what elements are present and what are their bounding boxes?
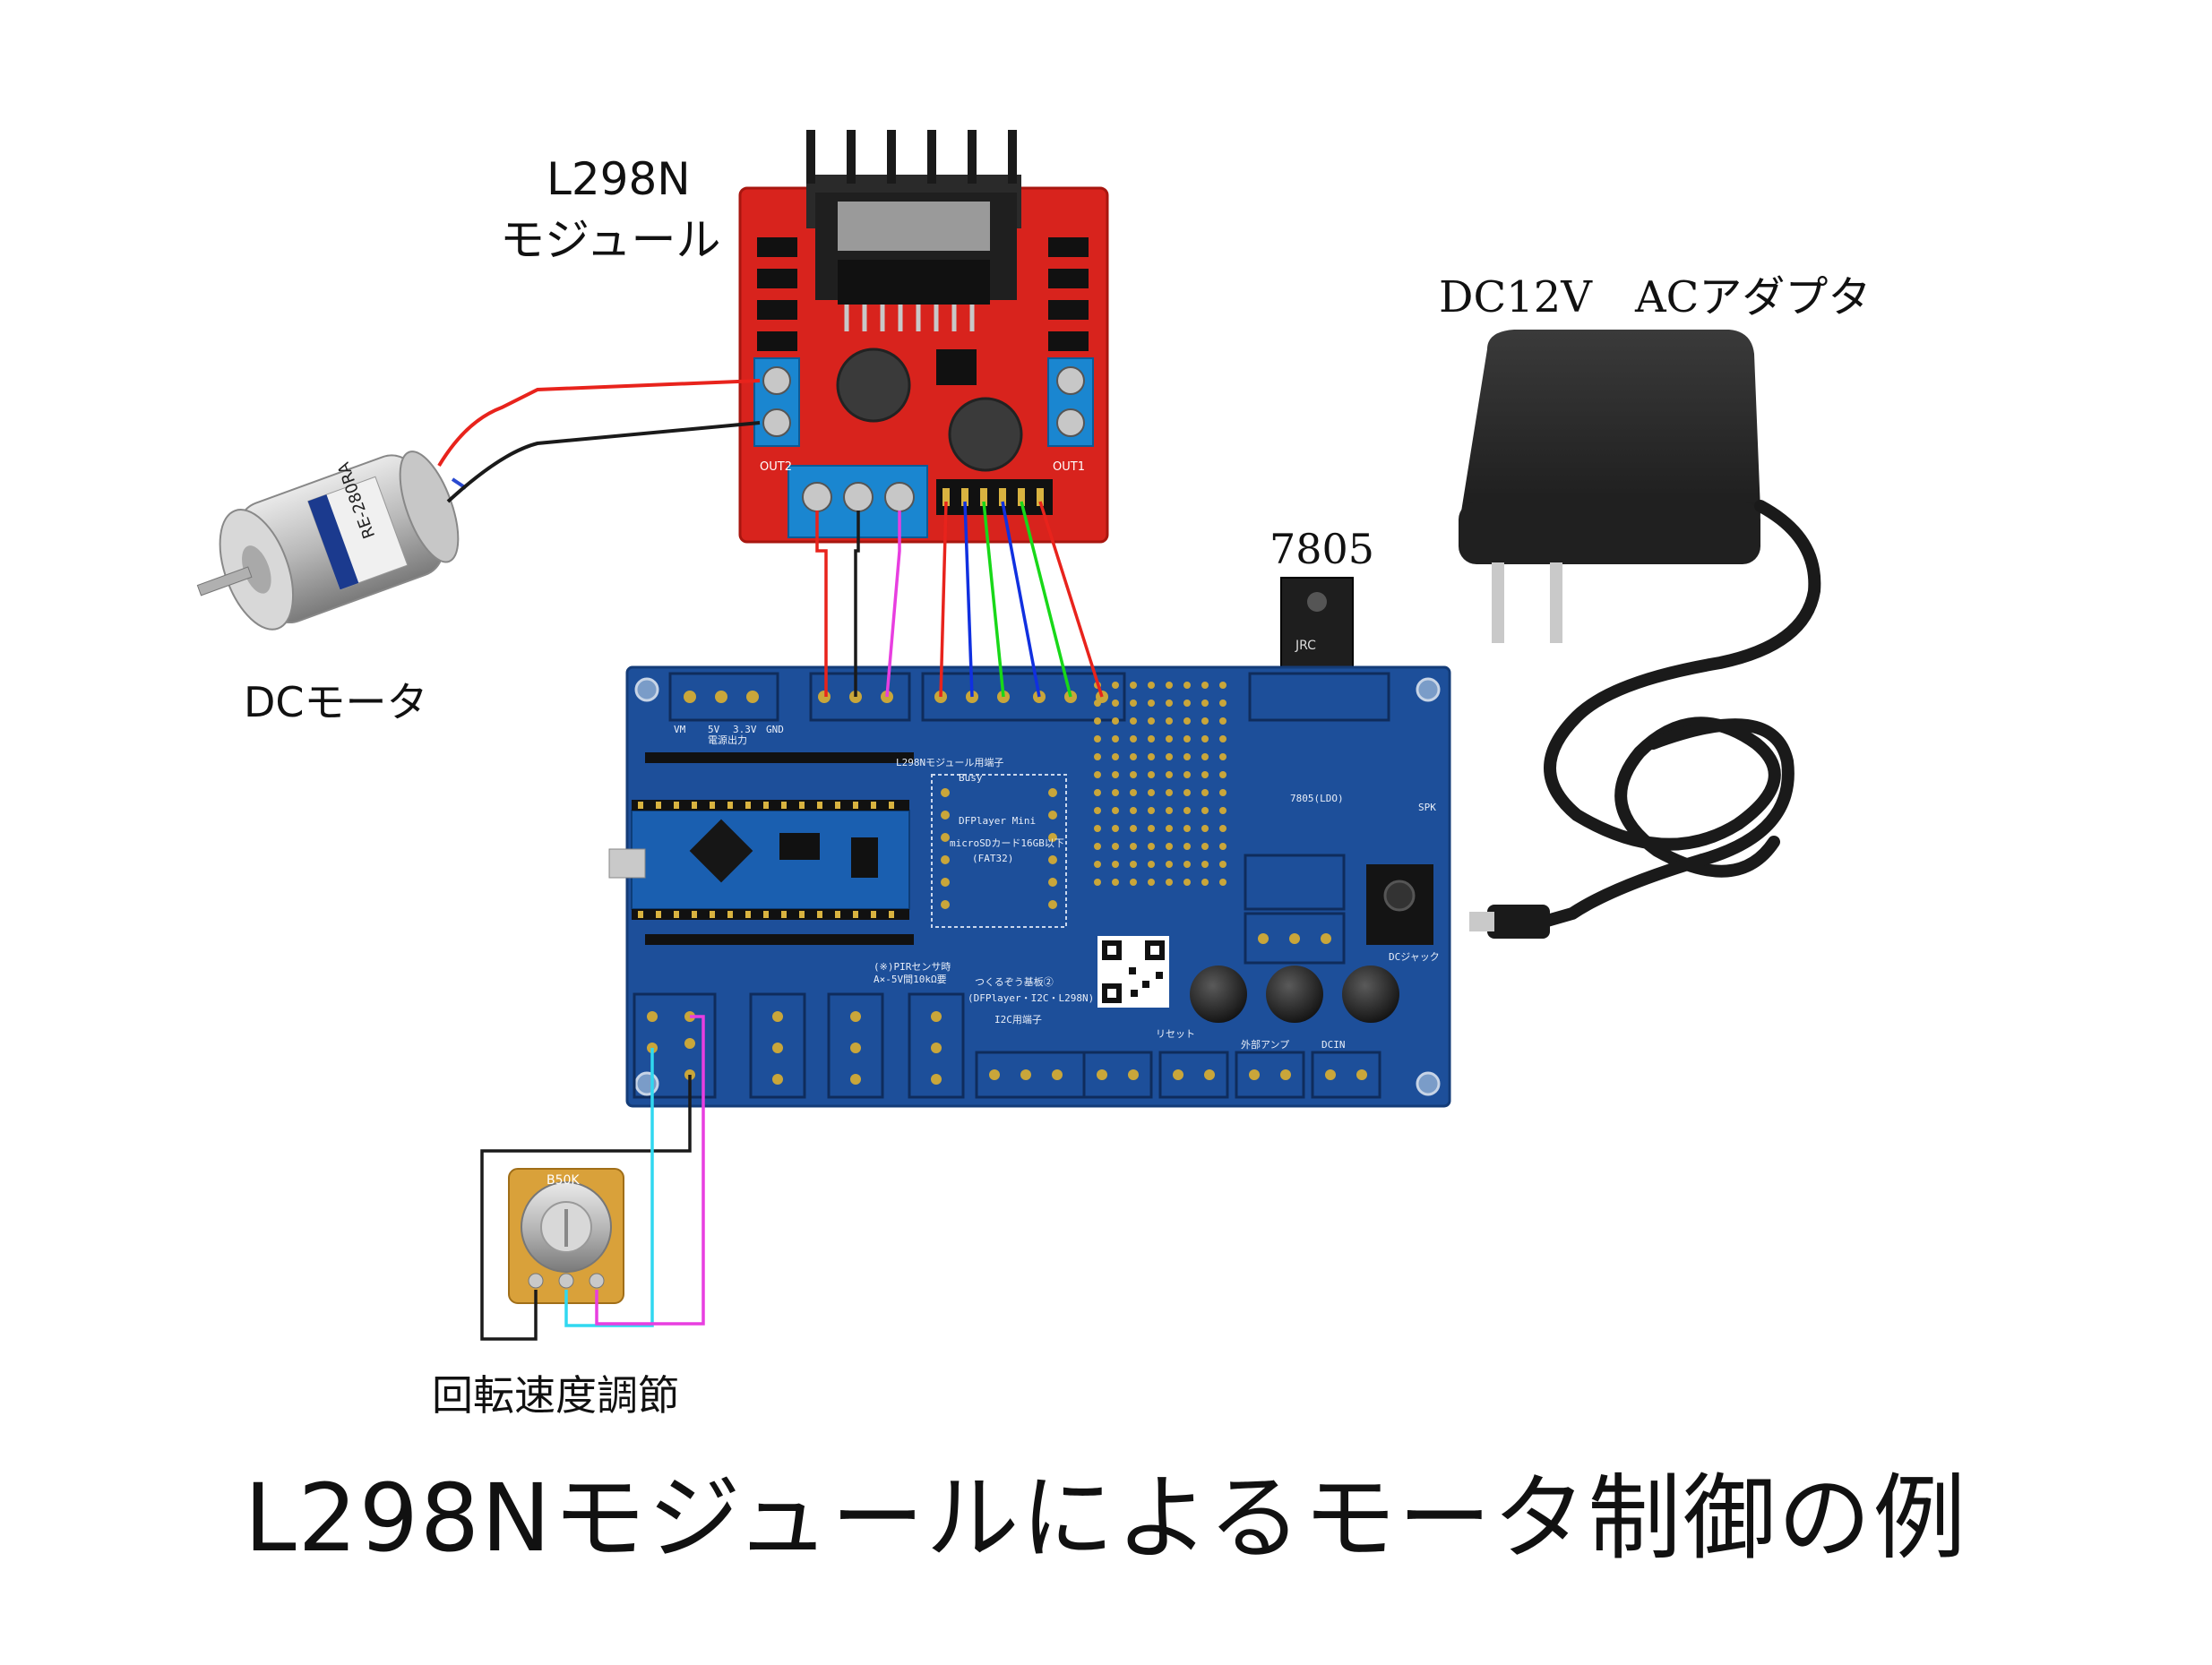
pcb-dcin-label: DCIN: [1321, 1039, 1346, 1051]
arduino-nano: [608, 800, 910, 920]
pcb-dfplayer-label: DFPlayer Mini: [959, 815, 1036, 827]
svg-text:OUT2: OUT2: [760, 460, 792, 474]
pcb-header-label: L298Nモジュール用端子: [896, 757, 1003, 768]
pcb-board-name: つくるぞう基板②: [975, 975, 1054, 988]
pcb-power-out-label: 電源出力: [708, 734, 747, 746]
main-pcb: L298Nモジュール用端子 電源出力 VM 5V 3.3V GND 7805(L…: [608, 665, 1451, 1108]
pcb-board-sub: (DFPlayer・I2C・L298N): [968, 992, 1094, 1004]
pcb-reset-label: リセット: [1156, 1028, 1195, 1040]
pcb-spk-label: SPK: [1418, 802, 1436, 813]
regulator-label: 7805: [1270, 525, 1375, 573]
pcb-pir-label: (※)PIRセンサ時: [874, 961, 951, 973]
pcb-5v-label: 5V: [708, 724, 720, 735]
dfplayer-area: [931, 774, 1067, 928]
ac-adapter: [1459, 330, 1821, 939]
reg-brand-text: JRC: [1295, 639, 1316, 653]
qr-code: [1097, 936, 1169, 1008]
pcb-ldo-label: 7805(LDO): [1290, 793, 1344, 804]
motor-wires: [437, 379, 761, 503]
l298n-header-pins: [936, 479, 1053, 515]
potentiometer-label: 回転速度調節: [432, 1371, 679, 1420]
heatsink: [806, 130, 1021, 331]
pot-wires: [480, 1015, 705, 1341]
pcb-gnd-label: GND: [766, 724, 784, 735]
svg-text:OUT1: OUT1: [1053, 460, 1085, 474]
dc-jack: [1366, 864, 1433, 945]
pcb-33v-label: 3.3V: [733, 724, 757, 735]
out-terminal-right: [1047, 357, 1094, 447]
control-wires: [815, 501, 1104, 698]
adapter-label: DC12V ACアダプタ: [1439, 272, 1872, 322]
pcb-busy-label: Busy: [959, 772, 983, 784]
dc-motor: RE-280RA: [196, 451, 460, 631]
l298n-title-label: L298N: [547, 153, 691, 205]
l298n-subtitle-label: モジュール: [500, 214, 721, 266]
pcb-dcjack-label: DCジャック: [1389, 951, 1440, 963]
pcb-pir2-label: A×-5V間10kΩ要: [874, 974, 947, 985]
pcb-fat32-label: (FAT32): [972, 853, 1013, 864]
pcb-capacitors: [1190, 966, 1399, 1023]
main-caption: L298Nモジュールによるモータ制御の例: [244, 1463, 1968, 1573]
pot-value-text: B50K: [547, 1173, 580, 1188]
l298n-module: OUT2 OUT1: [738, 130, 1109, 544]
motor-label: DCモータ: [244, 678, 428, 726]
pcb-sdcard-label: microSDカード16GB以下: [950, 837, 1064, 849]
pcb-amp-label: 外部アンプ: [1241, 1038, 1289, 1051]
pcb-i2c-label: I2C用端子: [994, 1014, 1042, 1026]
pcb-vm-label: VM: [674, 724, 686, 735]
out-terminal-left: [753, 357, 800, 447]
potentiometer: B50K: [508, 1168, 624, 1304]
proto-grid: [1094, 682, 1226, 886]
